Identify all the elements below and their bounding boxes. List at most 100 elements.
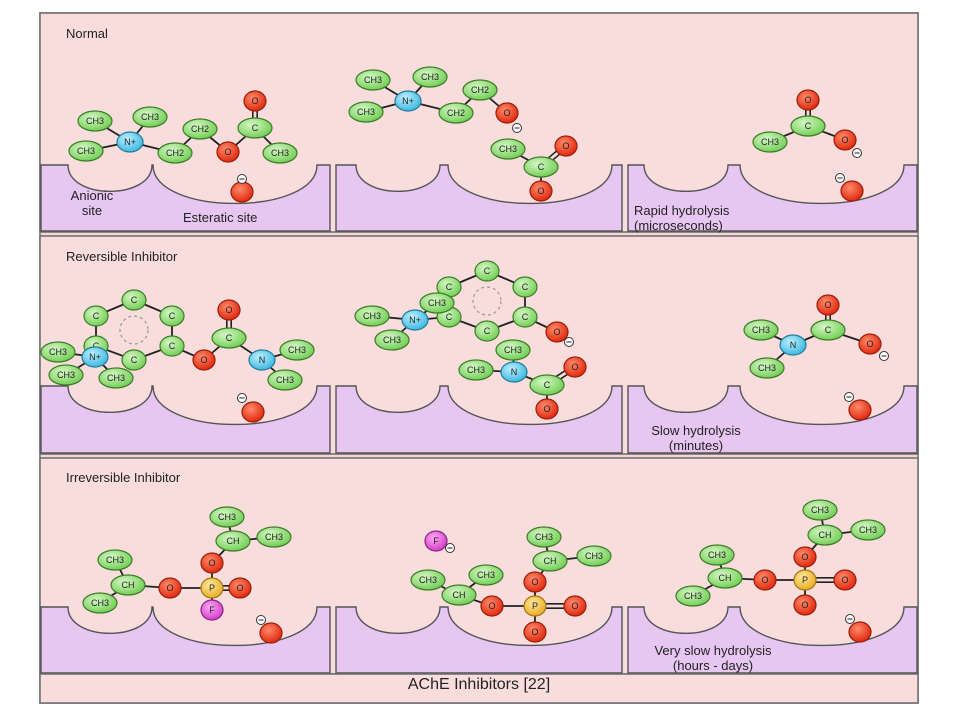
fluorine-atom: F: [424, 530, 448, 552]
methyl-group-atom: CH3: [355, 69, 391, 91]
atom-label: CH: [544, 556, 557, 566]
atom-label: CH3: [758, 363, 776, 373]
atom-label: C: [538, 162, 545, 172]
methyl-group-atom: CH3: [749, 357, 785, 379]
esteratic-site-label: Esteratic site: [183, 210, 258, 225]
atom-label: CH3: [499, 144, 517, 154]
methyl-group-atom: CH: [707, 567, 743, 589]
nitrogen-atom: N+: [81, 346, 109, 368]
atom-label: CH2: [166, 148, 184, 158]
methyl-group-atom: CH3: [256, 526, 292, 548]
oxygen-atom: O: [833, 129, 857, 151]
methyl-group-atom: CH3: [209, 506, 245, 528]
methyl-group-atom: CH3: [412, 66, 448, 88]
result-label-irreversible: Very slow hydrolysis (hours - days): [654, 643, 772, 673]
atom-label: CH3: [107, 373, 125, 383]
oxygen-atom: O: [816, 294, 840, 316]
methyl-group-atom: C: [529, 374, 565, 396]
oxygen-atom: [840, 180, 864, 202]
methyl-group-atom: CH: [110, 574, 146, 596]
negative-charge-marker: [879, 351, 889, 361]
methyl-group-atom: CH: [441, 584, 477, 606]
negative-charge-marker: [256, 615, 266, 625]
oxygen-atom: O: [554, 135, 578, 157]
negative-charge-marker: [445, 543, 455, 553]
methyl-group-atom: CH: [532, 550, 568, 572]
atom-label: CH3: [467, 365, 485, 375]
oxygen-atom: O: [563, 356, 587, 378]
oxygen-atom: O: [216, 141, 240, 163]
atom-label: C: [131, 295, 138, 305]
atom-label: O: [251, 96, 258, 106]
oxygen-atom: O: [523, 571, 547, 593]
atom-label: CH: [719, 573, 732, 583]
carbon-atom: C: [121, 349, 147, 371]
methyl-group-atom: CH2: [438, 102, 474, 124]
atom-label: C: [131, 355, 138, 365]
negative-charge-marker: [845, 614, 855, 624]
enzyme-segment: [627, 606, 918, 674]
oxygen-atom: [230, 181, 254, 203]
methyl-group-atom: CH3: [40, 341, 76, 363]
atom-label: C: [169, 311, 176, 321]
row-normal: [39, 12, 919, 233]
atom-label: C: [484, 326, 491, 336]
enzyme-surface: [40, 385, 918, 454]
oxygen-atom: O: [858, 333, 882, 355]
row-reversible: [39, 235, 919, 455]
atom-label: CH: [227, 536, 240, 546]
atom-label: O: [562, 141, 569, 151]
molecule: [230, 174, 254, 203]
methyl-group-atom: CH3: [752, 131, 788, 153]
atom-label: CH3: [57, 370, 75, 380]
methyl-group-atom: CH3: [97, 549, 133, 571]
atom-label: O: [208, 558, 215, 568]
methyl-group-atom: CH3: [419, 292, 455, 314]
methyl-group-atom: CH3: [267, 369, 303, 391]
atom-label: C: [93, 311, 100, 321]
oxygen-atom: O: [228, 577, 252, 599]
atom-label: O: [841, 575, 848, 585]
atom-label: CH: [819, 530, 832, 540]
atom-label: C: [226, 333, 233, 343]
oxygen-atom: O: [217, 299, 241, 321]
oxygen-atom: O: [495, 102, 519, 124]
methyl-group-atom: C: [790, 115, 826, 137]
oxygen-atom: O: [480, 595, 504, 617]
enzyme-segment: [627, 385, 918, 454]
oxygen-atom: O: [243, 90, 267, 112]
carbon-atom: C: [159, 305, 185, 327]
methyl-group-atom: CH3: [802, 499, 838, 521]
atom-label: O: [824, 300, 831, 310]
atom-label: CH3: [141, 112, 159, 122]
atom-label: O: [543, 404, 550, 414]
atom-label: O: [801, 552, 808, 562]
atom-label: CH3: [421, 72, 439, 82]
methyl-group-atom: CH3: [850, 519, 886, 541]
phosphorus-atom: P: [523, 595, 547, 617]
atom-label: CH3: [504, 345, 522, 355]
atom-label: O: [841, 135, 848, 145]
atom-label: O: [200, 355, 207, 365]
methyl-group-atom: CH3: [495, 339, 531, 361]
row-title-reversible: Reversible Inhibitor: [66, 249, 178, 264]
molecule: [256, 615, 283, 644]
oxygen-atom: O: [200, 552, 224, 574]
aromatic-ring-center: [472, 286, 502, 316]
negative-charge-marker: [237, 393, 247, 403]
atom-label: CH3: [535, 532, 553, 542]
enzyme-segment: [335, 606, 623, 674]
fluorine-atom: F: [200, 599, 224, 621]
nitrogen-atom: N+: [116, 131, 144, 153]
atom-label: O: [224, 147, 231, 157]
atom-label: O: [236, 583, 243, 593]
atom-label: CH3: [419, 575, 437, 585]
atom-label: CH3: [364, 75, 382, 85]
atom-label: C: [825, 325, 832, 335]
